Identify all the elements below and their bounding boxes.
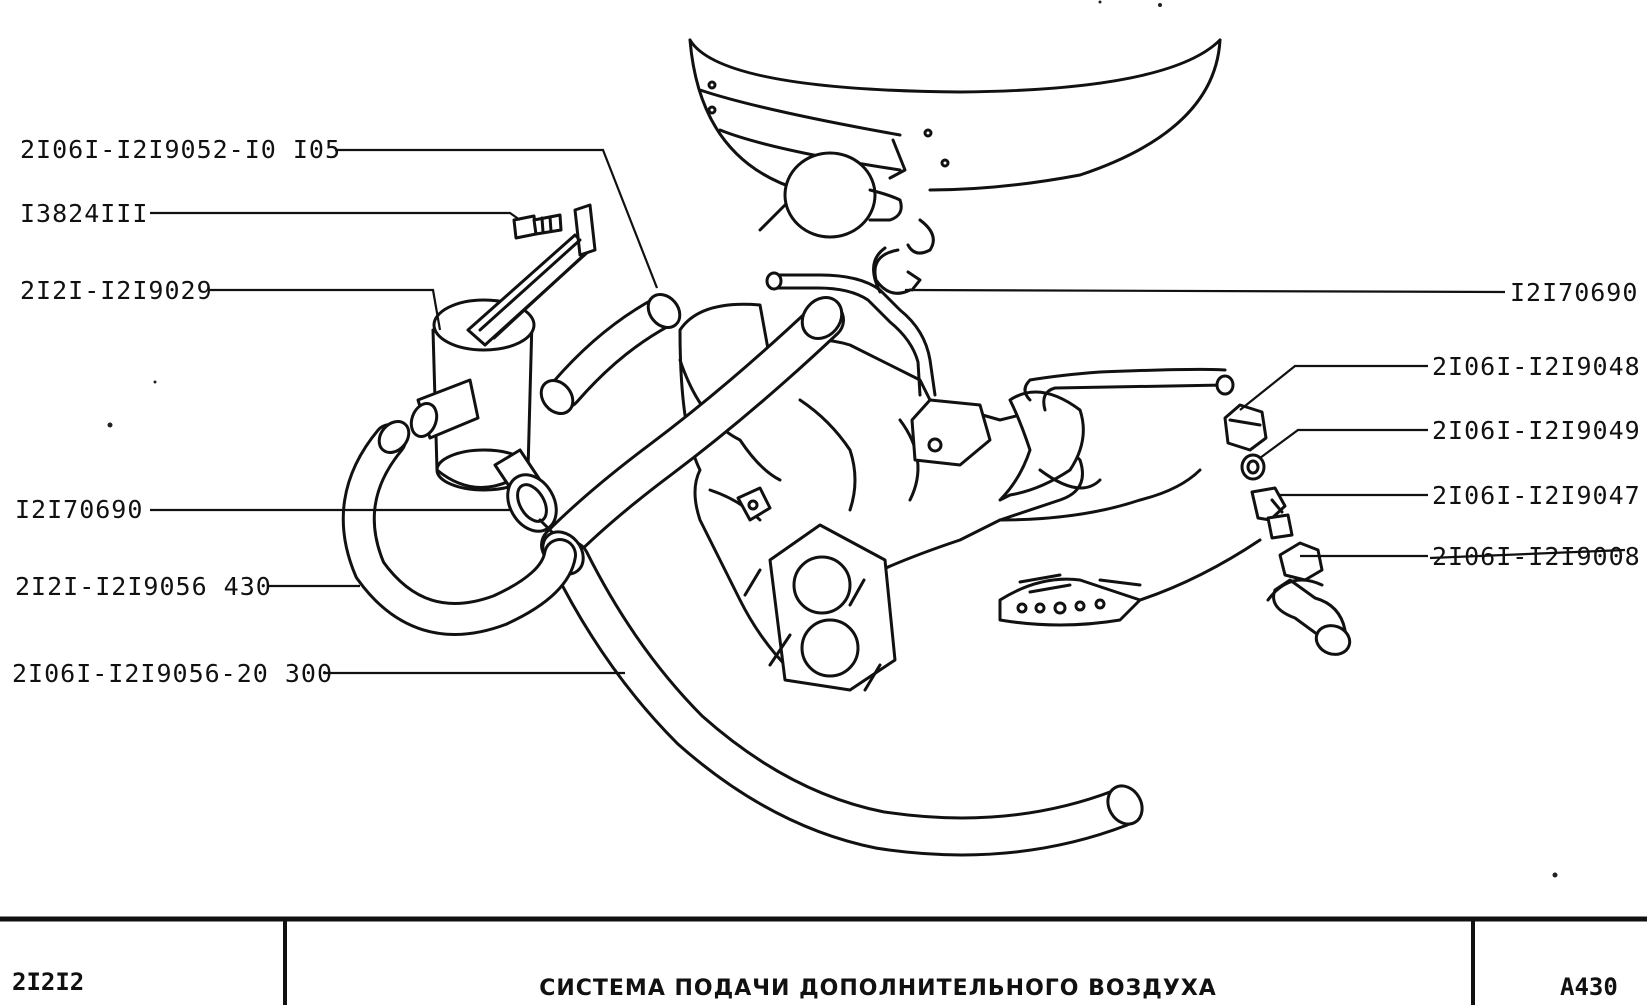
title-block: 2I2I2 СИСТЕМА ПОДАЧИ ДОПОЛНИТЕЛЬНОГО ВОЗ… (0, 916, 1647, 1005)
model-number: 2I2I2 (12, 968, 84, 996)
callout-valve: 2I2I-I2I9029 (20, 276, 213, 305)
air-hose-short (539, 293, 682, 415)
sheet-code: A430 (1560, 973, 1618, 1001)
callouts-right: I2I70690 2I06I-I2I9048 2I06I-I2I9049 2I0… (1429, 278, 1641, 571)
air-valve (409, 203, 597, 497)
callout-hose-loop: 2I2I-I2I9056 430 (15, 572, 272, 601)
callouts-left: 2I06I-I2I9052-I0 I05 I3824III 2I2I-I2I90… (12, 135, 341, 688)
callout-screw: I3824III (20, 199, 148, 228)
air-hose-loop (341, 420, 577, 636)
callout-hose-long: 2I06I-I2I9056-20 300 (12, 659, 333, 688)
callout-washer: 2I06I-I2I9049 (1432, 416, 1641, 445)
hose-clamp-lower (506, 473, 558, 534)
air-filter-housing (688, 38, 1222, 255)
leader-lines (150, 148, 1506, 675)
callout-clamp-upper: I2I70690 (1510, 278, 1638, 307)
screw (512, 213, 563, 240)
intake-manifold (678, 271, 1262, 692)
strike-line (1429, 548, 1626, 560)
scan-specks (107, 0, 1558, 878)
union-fitting (1250, 486, 1294, 540)
page-title: СИСТЕМА ПОДАЧИ ДОПОЛНИТЕЛЬНОГО ВОЗДУХА (539, 976, 1217, 1001)
assembly-drawing (107, 0, 1558, 878)
callout-union: 2I06I-I2I9047 (1432, 481, 1641, 510)
check-valve (1266, 541, 1352, 656)
cap-nut (1223, 403, 1268, 452)
callout-clamp-lower: I2I70690 (15, 495, 143, 524)
hose-clamp-upper (872, 246, 922, 295)
callout-cap-nut: 2I06I-I2I9048 (1432, 352, 1641, 381)
washer (1240, 453, 1266, 481)
callout-hose-short: 2I06I-I2I9052-I0 I05 (20, 135, 341, 164)
